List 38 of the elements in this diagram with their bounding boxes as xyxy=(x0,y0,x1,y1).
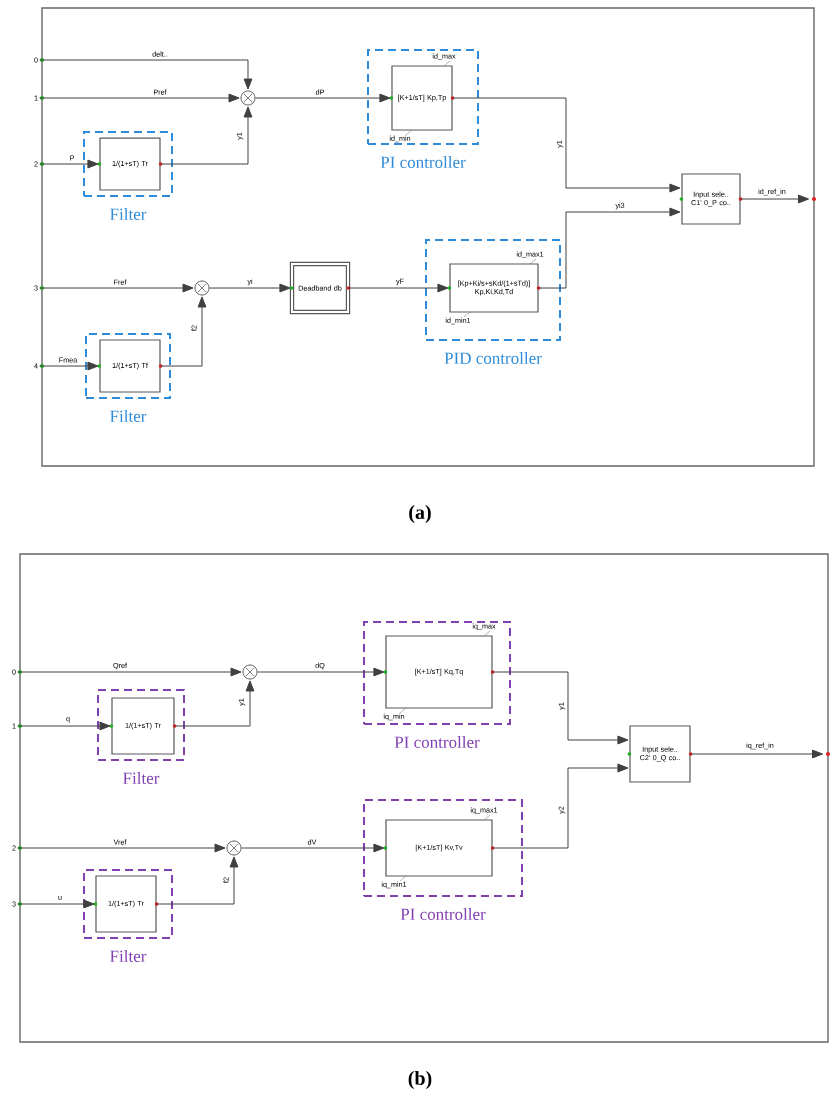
group-heading: PI controller xyxy=(400,908,486,920)
summing-junction xyxy=(226,840,242,856)
signal-line xyxy=(348,283,449,293)
signal-line xyxy=(39,159,99,169)
group-heading: Filter xyxy=(110,208,147,220)
signal-line xyxy=(538,207,681,289)
signal-line xyxy=(39,93,240,103)
signal-line xyxy=(160,296,207,367)
signal-line xyxy=(690,749,824,759)
group-heading: Filter xyxy=(110,410,147,422)
signal-line xyxy=(17,899,95,909)
signal-line xyxy=(39,361,99,371)
signal-line xyxy=(257,667,385,677)
signal-line xyxy=(740,194,810,204)
group-heading: PI controller xyxy=(394,736,480,748)
signal-line xyxy=(156,856,239,905)
signal-line xyxy=(39,283,194,293)
summing-junction xyxy=(242,664,258,680)
group-heading: Filter xyxy=(123,772,160,784)
signal-line xyxy=(255,93,391,103)
signal-line xyxy=(39,59,253,90)
signal-line xyxy=(160,106,253,165)
panel-caption: (a) xyxy=(409,504,431,524)
signal-line xyxy=(17,843,226,853)
signal-line xyxy=(241,843,385,853)
summing-junction xyxy=(194,280,210,296)
signal-line xyxy=(492,763,629,849)
group-heading: PID controller xyxy=(444,352,542,364)
group-heading: Filter xyxy=(110,950,147,962)
summing-junction xyxy=(240,90,256,106)
signal-line xyxy=(452,97,681,193)
panel-caption: (b) xyxy=(408,1070,432,1090)
signal-line xyxy=(17,721,111,731)
signal-line xyxy=(492,671,629,745)
signal-line xyxy=(17,667,242,677)
group-heading: PI controller xyxy=(380,156,466,168)
signal-line xyxy=(209,283,291,293)
signal-line xyxy=(174,680,255,727)
